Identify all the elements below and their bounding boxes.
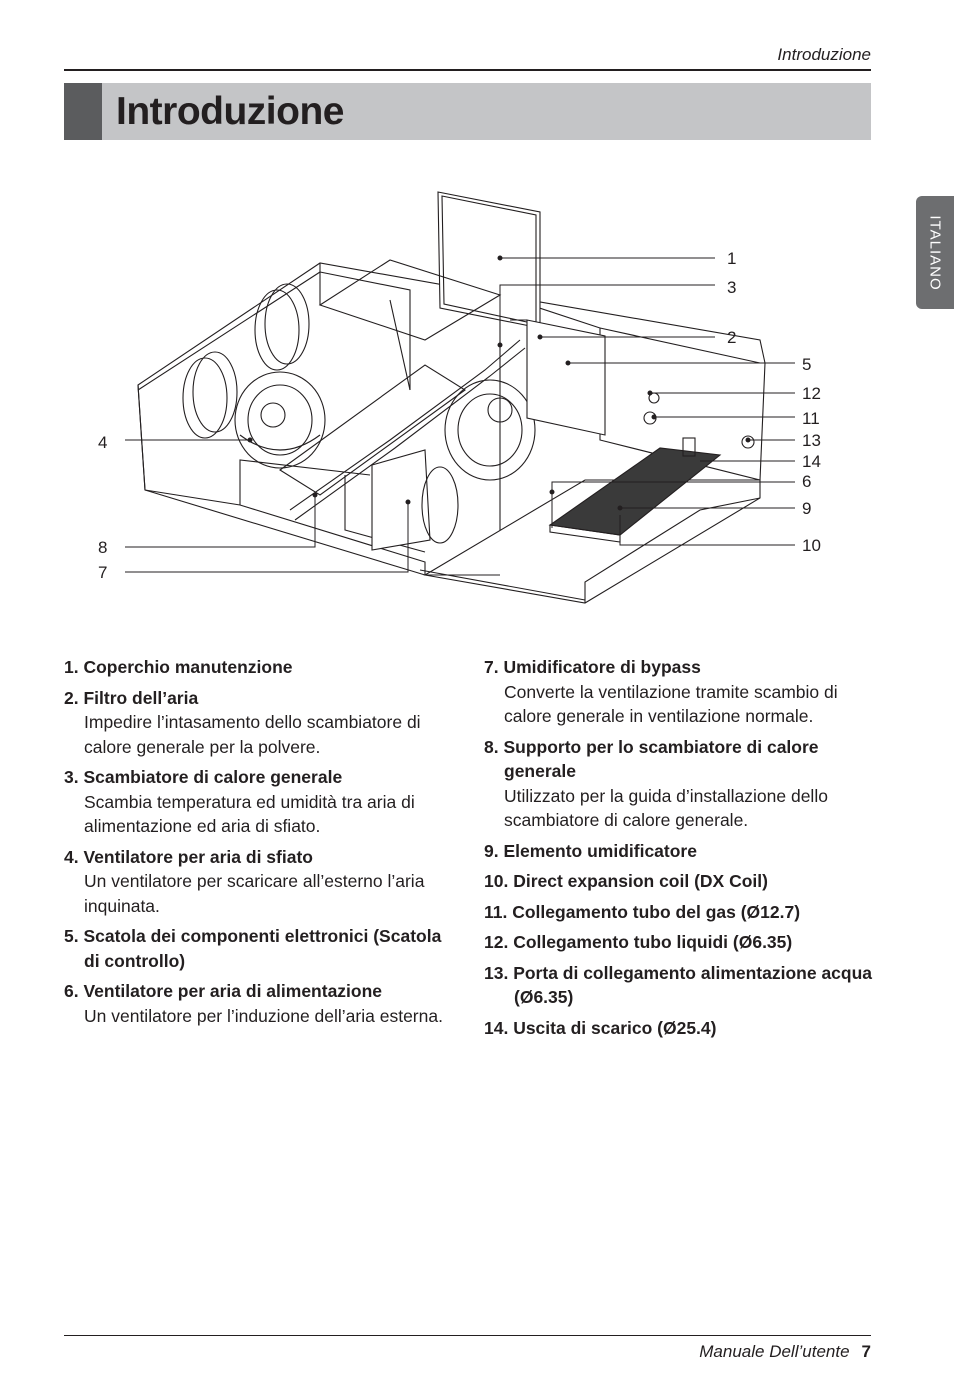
unit-diagram: 1 3 2 5 12 11 13 14 6 9 10 4 8 7 (90, 180, 880, 610)
item-heading: 13. Porta di collegamento alimentazione … (484, 962, 873, 1008)
item-heading: 10. Direct expansion coil (DX Coil) (484, 871, 768, 891)
bypass-damper-sketch (371, 449, 459, 551)
item-heading: 11. Collegamento tubo del gas (Ø12.7) (484, 901, 801, 922)
item-description: Un ventilatore per l’induzione dell’aria… (84, 1005, 443, 1026)
list-item: 14. Uscita di scarico (Ø25.4) (484, 1016, 874, 1041)
item-heading: 14. Uscita di scarico (Ø25.4) (484, 1017, 717, 1038)
list-item: 1. Coperchio manutenzione (64, 655, 454, 680)
list-item: 6. Ventilatore per aria di alimentazione… (64, 979, 454, 1028)
item-heading: 9. Elemento umidificatore (484, 840, 697, 861)
parts-list-right: 7. Umidificatore di bypass Converte la v… (484, 655, 874, 1046)
list-item: 4. Ventilatore per aria di sfiato Un ven… (64, 845, 454, 919)
item-heading: 6. Ventilatore per aria di alimentazione (64, 981, 383, 1001)
callout-13: 13 (802, 431, 821, 450)
item-heading: 3. Scambiatore di calore generale (64, 767, 343, 787)
item-heading: 8. Supporto per lo scambiatore di calore… (484, 736, 819, 782)
callout-10: 10 (802, 536, 821, 555)
parts-list-left: 1. Coperchio manutenzione 2. Filtro dell… (64, 655, 454, 1034)
item-description: Scambia temperatura ed umidità tra aria … (84, 791, 415, 837)
callout-3: 3 (727, 278, 736, 297)
callout-14: 14 (802, 452, 821, 471)
item-description: Utilizzato per la guida d’installazione … (504, 785, 828, 831)
exhaust-duct-collars (182, 283, 310, 439)
list-item: 11. Collegamento tubo del gas (Ø12.7) (484, 900, 874, 925)
title-bar: Introduzione (64, 83, 871, 140)
item-heading: 1. Coperchio manutenzione (64, 657, 293, 677)
callout-4: 4 (98, 433, 107, 452)
callout-6: 6 (802, 472, 811, 491)
list-item: 7. Umidificatore di bypass Converte la v… (484, 655, 874, 729)
casing-right (419, 294, 766, 604)
item-description: Impedire l’intasamento dello scambiatore… (84, 712, 421, 757)
callout-7: 7 (98, 563, 107, 582)
pipe-fittings-sketch (643, 392, 755, 457)
callout-5: 5 (802, 355, 811, 374)
page-number: 7 (861, 1342, 871, 1361)
list-item: 10. Direct expansion coil (DX Coil) (484, 869, 874, 894)
item-description: Un ventilatore per scaricare all’esterno… (84, 871, 425, 916)
language-tab-label: ITALIANO (926, 214, 944, 291)
callout-2: 2 (727, 328, 736, 347)
item-heading: 7. Umidificatore di bypass (484, 657, 701, 677)
item-heading: 4. Ventilatore per aria di sfiato (64, 846, 313, 867)
list-item: 12. Collegamento tubo liquidi (Ø6.35) (484, 930, 874, 955)
callout-1: 1 (727, 249, 736, 268)
control-box-sketch (510, 319, 606, 436)
item-heading: 2. Filtro dell’aria (64, 687, 199, 708)
manual-label: Manuale Dell’utente (699, 1342, 850, 1361)
callout-12: 12 (802, 384, 821, 403)
item-heading: 5. Scatola dei componenti elettronici (S… (64, 926, 442, 971)
list-item: 3. Scambiatore di calore generale Scambi… (64, 765, 454, 839)
header-rule (64, 69, 871, 71)
list-item: 5. Scatola dei componenti elettronici (S… (64, 924, 454, 973)
list-item: 9. Elemento umidificatore (484, 839, 874, 864)
item-heading: 12. Collegamento tubo liquidi (Ø6.35) (484, 932, 793, 952)
page-title: Introduzione (116, 90, 344, 133)
list-item: 13. Porta di collegamento alimentazione … (484, 961, 874, 1010)
footer-rule (64, 1335, 871, 1336)
language-tab: ITALIANO (916, 196, 954, 309)
supply-fan-sketch (444, 379, 536, 481)
callout-8: 8 (98, 538, 107, 557)
title-marker (64, 83, 102, 140)
page-footer: Manuale Dell’utente 7 (699, 1342, 871, 1362)
callout-9: 9 (802, 499, 811, 518)
list-item: 8. Supporto per lo scambiatore di calore… (484, 735, 874, 833)
leader-lines (125, 255, 795, 573)
service-cover-sketch (437, 191, 541, 329)
running-header: Introduzione (777, 45, 871, 64)
list-item: 2. Filtro dell’aria Impedire l’intasamen… (64, 686, 454, 760)
callout-11: 11 (802, 409, 820, 428)
item-description: Converte la ventilazione tramite scambio… (504, 681, 838, 727)
